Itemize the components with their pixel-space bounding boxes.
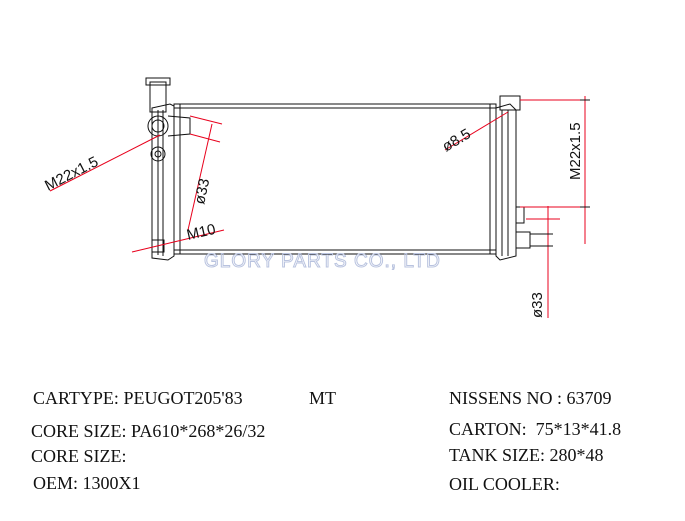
nissens-value: 63709	[566, 388, 612, 408]
tank-size-value: 280*48	[549, 445, 604, 465]
carton-label: CARTON:	[449, 419, 527, 439]
transmission-value: MT	[309, 388, 336, 408]
core-size-label: CORE SIZE:	[31, 421, 127, 441]
oil-cooler-row: OIL COOLER:	[449, 474, 564, 494]
radiator-core	[173, 103, 497, 255]
oem-value: 1300X1	[82, 473, 141, 493]
dimension-ticks	[543, 99, 590, 247]
tank-size-row: TANK SIZE: 280*48	[449, 445, 604, 465]
left-drain-label: M10	[185, 221, 217, 244]
core-size-2-label: CORE SIZE:	[31, 446, 127, 466]
cartype-row: CARTYPE: PEUGOT205'83	[33, 388, 243, 408]
tank-size-label: TANK SIZE:	[449, 445, 546, 465]
core-size-row: CORE SIZE: PA610*268*26/32	[31, 421, 265, 441]
radiator-drawing: M22x1.5 ø33 M10 ø8.5 M22x1.5 ø33 GLORY P…	[42, 77, 590, 318]
left-tank	[145, 77, 191, 261]
right-thread-label: M22x1.5	[567, 122, 584, 180]
carton-row: CARTON: 75*13*41.8	[449, 419, 621, 439]
cartype-value: PEUGOT205'83	[123, 388, 243, 408]
left-thread-label: M22x1.5	[42, 153, 101, 194]
core-size-2-row: CORE SIZE:	[31, 446, 131, 466]
cartype-label: CARTYPE:	[33, 388, 119, 408]
right-bolt-label: ø8.5	[439, 125, 473, 155]
oem-label: OEM:	[33, 473, 78, 493]
nissens-label: NISSENS NO :	[449, 388, 563, 408]
right-tank	[495, 95, 549, 261]
right-pipe-diameter-label: ø33	[529, 292, 546, 318]
dimension-lines	[49, 96, 586, 318]
oil-cooler-label: OIL COOLER:	[449, 474, 560, 494]
core-size-value: PA610*268*26/32	[131, 421, 266, 441]
carton-value: 75*13*41.8	[535, 419, 622, 439]
left-pipe-diameter-label: ø33	[191, 177, 213, 206]
oem-row: OEM: 1300X1	[33, 473, 141, 493]
watermark: GLORY PARTS CO., LTD	[204, 251, 441, 272]
nissens-row: NISSENS NO : 63709	[449, 388, 612, 408]
